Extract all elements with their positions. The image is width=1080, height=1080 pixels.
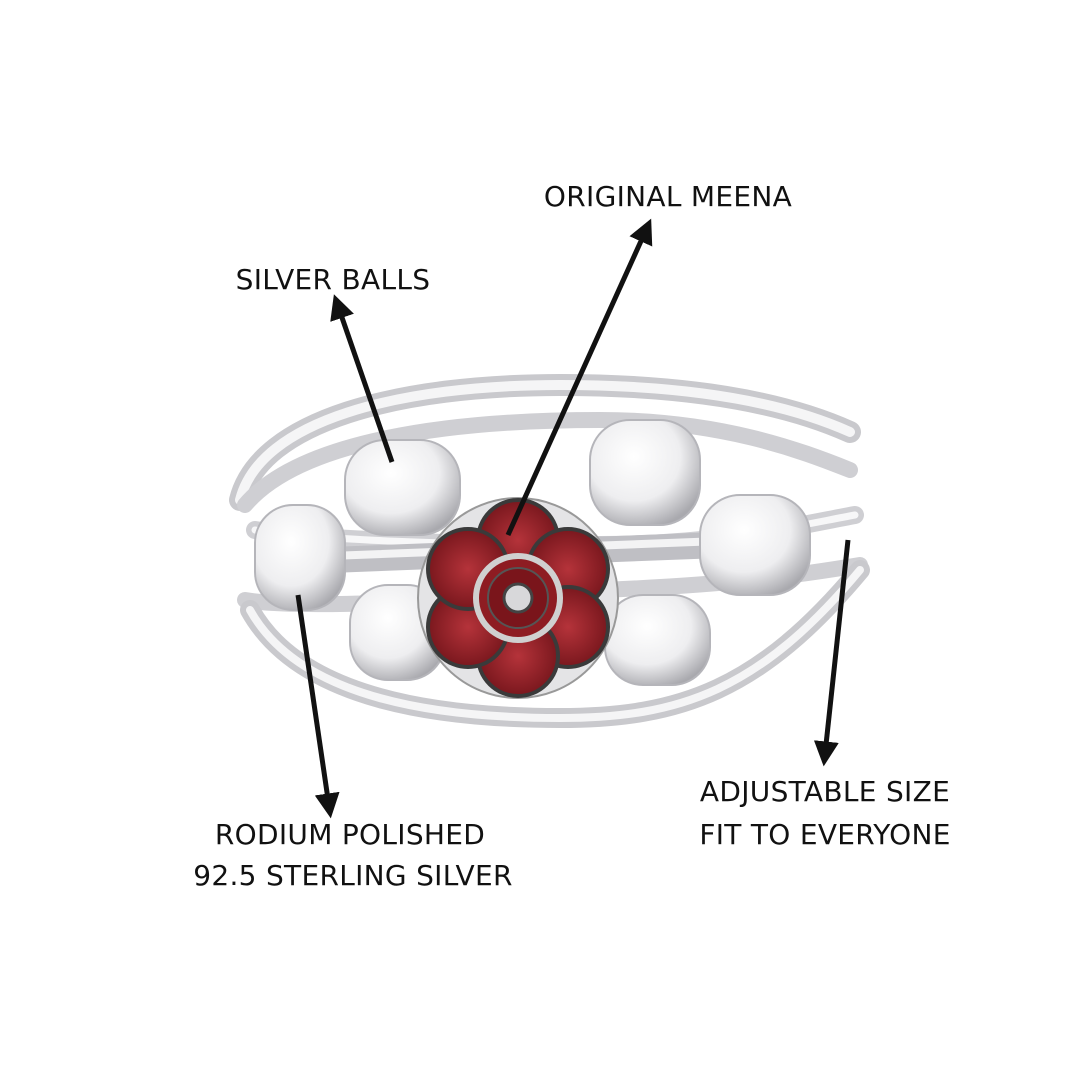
label-silver-balls: SILVER BALLS [235,263,431,296]
label-adjustable-line1: ADJUSTABLE SIZE [699,775,951,808]
label-original-meena: ORIGINAL MEENA [543,180,793,213]
label-rodium-line1: RODIUM POLISHED [214,818,486,851]
silver-balls [254,419,811,686]
arrow-original-meena [505,218,653,537]
meena-flower [417,497,619,699]
label-rodium-line2: 92.5 STERLING SILVER [193,859,513,892]
callout-arrows [295,218,851,819]
label-adjustable-line2: FIT TO EVERYONE [699,818,951,851]
arrow-silver-balls [330,294,395,463]
arrow-adjustable [813,539,851,767]
arrow-rodium [295,594,340,819]
